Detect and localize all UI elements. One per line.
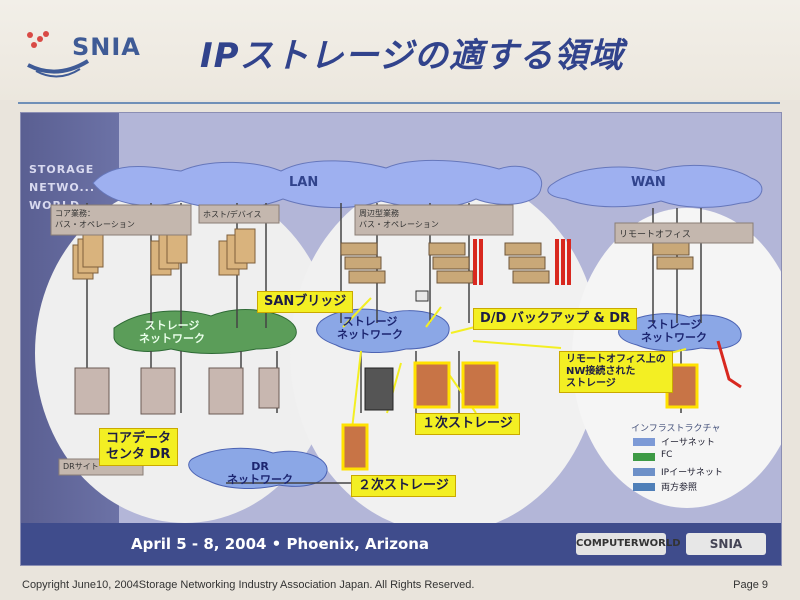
server-host-6 <box>234 228 256 264</box>
slide-title: IPストレージの適する領域 <box>200 36 624 76</box>
rack-mid-2 <box>344 256 382 270</box>
page-number: Page 9 <box>733 579 768 591</box>
legend-both: 両方参照 <box>661 483 698 493</box>
legend-ethernet: イーサネット <box>661 438 715 448</box>
primary-storage-callout: １次ストレージ <box>415 413 520 435</box>
dr-site-label: DRサイト <box>63 462 99 471</box>
legend-swatch-both <box>633 483 655 491</box>
wan-label: WAN <box>631 175 666 190</box>
legend-swatch-fc <box>633 453 655 461</box>
primary-storage-2 <box>461 361 499 409</box>
san-bridge-callout: SANブリッジ <box>257 291 354 313</box>
snia-mini-logo: SNIA <box>686 533 766 555</box>
brand-word-2: NETWO... <box>29 181 96 194</box>
secondary-storage-callout: ２次ストレージ <box>351 475 456 497</box>
remote-storage-callout: リモートオフィス上の NW接続された ストレージ <box>559 351 673 393</box>
remote-office-label: リモートオフィス <box>619 230 691 240</box>
dr-network-cloud <box>188 447 328 489</box>
storage-network-cloud-right <box>618 313 742 352</box>
rack-mid-1 <box>340 242 378 256</box>
network-diagram <box>35 159 781 533</box>
wan-cloud <box>547 164 763 208</box>
event-date-location: April 5 - 8, 2004 • Phoenix, Arizona <box>131 535 430 553</box>
storage-network-cloud-left <box>113 309 297 354</box>
snia-logo-icon <box>27 31 90 78</box>
legend-title: インフラストラクチャ <box>631 424 721 434</box>
server-left-3 <box>82 232 104 268</box>
storage-network-right-label: ストレージ ネットワーク <box>641 318 707 344</box>
computerworld-logo: COMPUTERWORLD <box>576 533 681 555</box>
legend-fc: FC <box>661 450 673 460</box>
rack-mid-8 <box>508 256 546 270</box>
host-device-label: ホスト/デバイス <box>203 210 262 219</box>
slide-footer: Copyright June10, 2004Storage Networking… <box>0 575 800 600</box>
storage-left-2 <box>140 367 176 415</box>
primary-storage-dark <box>364 367 394 411</box>
dr-network-label: DR ネットワーク <box>227 460 293 486</box>
storage-left-4 <box>258 367 280 409</box>
legend-ip-ethernet: IPイーサネット <box>661 468 723 478</box>
remote-zone <box>572 208 781 508</box>
core-ops-label: コア業務： バス・オペレーション <box>55 209 135 229</box>
brand-word-1: STORAGE <box>29 163 95 176</box>
rack-mid-9 <box>512 270 550 284</box>
rack-mid-6 <box>436 270 474 284</box>
title-divider <box>18 102 780 104</box>
legend-swatch-ethernet <box>633 438 655 446</box>
legend-swatch-ip-ethernet <box>633 468 655 476</box>
diagram-panel: STORAGE NETWO... WORLD <box>20 112 782 566</box>
core-data-center-callout: コアデータ センタ DR <box>99 428 179 466</box>
rack-mid-5 <box>432 256 470 270</box>
rack-mid-3 <box>348 270 386 284</box>
rack-remote-2 <box>656 256 694 270</box>
rack-mid-7 <box>504 242 542 256</box>
copyright-text: Copyright June10, 2004Storage Networking… <box>22 579 475 591</box>
storage-left-3 <box>208 367 244 415</box>
logo-text: SNIA <box>72 33 141 61</box>
secondary-storage <box>341 423 369 471</box>
rack-mid-4 <box>428 242 466 256</box>
primary-storage-1 <box>413 361 451 409</box>
group-labels <box>50 204 754 476</box>
storage-network-left-label: ストレージ ネットワーク <box>139 319 205 345</box>
san-bridge-box <box>415 290 429 302</box>
slide-header: SNIA IPストレージの適する領域 <box>0 0 800 104</box>
rack-remote-1 <box>652 242 690 256</box>
mid-ops-label: 周辺型業務 バス・オペレーション <box>359 209 439 229</box>
storage-left-1 <box>74 367 110 415</box>
remote-link-red-arrow <box>716 340 742 389</box>
dd-backup-callout: D/D バックアップ & DR <box>473 308 638 330</box>
storage-network-middle-label: ストレージ ネットワーク <box>337 315 403 341</box>
lan-label: LAN <box>289 175 319 190</box>
